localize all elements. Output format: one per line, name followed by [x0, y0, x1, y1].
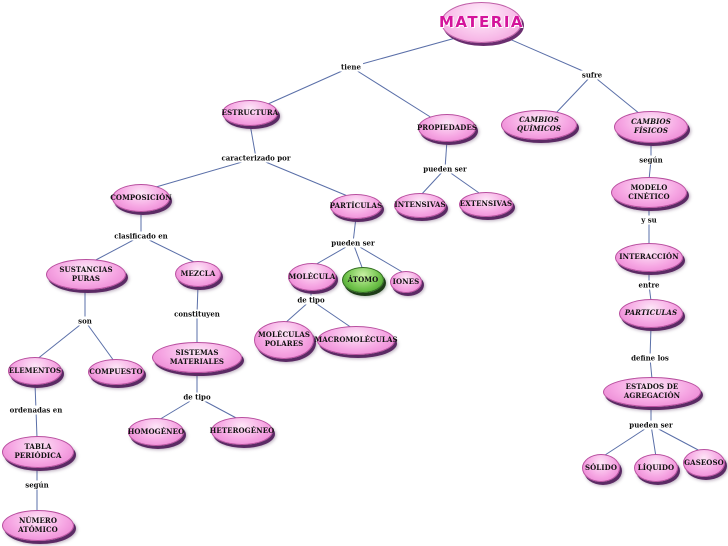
label-tiene: tiene: [339, 62, 363, 72]
connector-line: [650, 424, 657, 458]
connector-line: [352, 242, 364, 271]
node-molecula[interactable]: MOLÉCULA: [288, 263, 336, 291]
node-interaccion[interactable]: INTERACCIÓN: [615, 243, 683, 272]
node-moleculas-polares[interactable]: MOLÉCULAS POLARES: [254, 321, 314, 359]
connector-line: [554, 74, 593, 115]
node-cambios-fisicos[interactable]: CAMBIOS FÍSICOS: [614, 111, 688, 143]
label-pueden-ser-propiedades: pueden ser: [421, 164, 469, 174]
connector-line: [35, 409, 38, 439]
node-sustancias-puras[interactable]: SUSTANCIAS PURAS: [46, 259, 126, 290]
connector-line: [255, 157, 351, 198]
label-entre: entre: [636, 280, 662, 290]
node-macromoleculas[interactable]: MACROMOLÉCULAS: [314, 326, 398, 355]
label-sufre: sufre: [579, 70, 605, 80]
connector-line: [419, 168, 446, 197]
label-de-tipo-molecula: de tipo: [295, 295, 327, 305]
connector-line: [350, 66, 433, 119]
connector-line: [267, 66, 352, 105]
node-atomo[interactable]: ÁTOMO: [342, 267, 384, 293]
node-sistemas-materiales[interactable]: SISTEMAS MATERIALES: [152, 342, 242, 373]
node-tabla-periodica[interactable]: TABLA PERIÓDICA: [2, 436, 74, 468]
node-propiedades[interactable]: PROPIEDADES: [417, 114, 477, 142]
node-compuesto[interactable]: COMPUESTO: [88, 359, 144, 385]
label-de-tipo-sistemas: de tipo: [181, 392, 213, 402]
label-y-su: y su: [639, 215, 659, 225]
node-estados-agregacion[interactable]: ESTADOS DE AGREGACIÓN: [603, 377, 701, 407]
node-materia[interactable]: MATERIA: [438, 2, 525, 43]
connector-line: [249, 123, 257, 159]
label-constituyen: constituyen: [172, 309, 222, 319]
node-intensivas[interactable]: INTENSIVAS: [394, 193, 446, 218]
connector-line: [350, 33, 471, 68]
label-segun-cambios: según: [637, 155, 665, 165]
label-define-los: define los: [629, 353, 671, 363]
connector-line: [497, 33, 593, 76]
node-cambios-quimicos[interactable]: CAMBIOS QUÍMICOS: [501, 110, 577, 140]
node-materia-text: MATERIA: [438, 13, 525, 32]
node-homogeneo[interactable]: HOMOGÉNEO: [128, 418, 184, 446]
node-particulas-2[interactable]: PARTICULAS: [619, 299, 683, 328]
node-iones[interactable]: IONES: [390, 271, 422, 293]
node-heterogeneo[interactable]: HETEROGÉNEO: [210, 417, 274, 445]
connector-line: [591, 74, 641, 115]
connector-line: [649, 326, 652, 359]
node-modelo-cinetico[interactable]: MODELO CINÉTICO: [611, 177, 687, 208]
node-elementos[interactable]: ELEMENTOS: [8, 357, 62, 385]
label-son: son: [76, 316, 94, 326]
label-segun-tabla: según: [23, 480, 51, 490]
connector-line: [140, 235, 197, 264]
node-solido[interactable]: SÓLIDO: [582, 454, 620, 482]
node-numero-atomico[interactable]: NÚMERO ATÓMICO: [2, 510, 74, 541]
label-caracterizado-por: caracterizado por: [219, 153, 293, 163]
label-clasificado-en: clasificado en: [112, 231, 170, 241]
label-pueden-ser-particulas: pueden ser: [329, 238, 377, 248]
connector-line: [196, 285, 199, 315]
connector-line: [155, 157, 257, 188]
node-extensivas[interactable]: EXTENSIVAS: [459, 192, 513, 217]
node-gaseoso[interactable]: GASEOSO: [683, 449, 725, 477]
node-particulas[interactable]: PARTÍCULAS: [330, 194, 382, 219]
node-liquido[interactable]: LÍQUIDO: [634, 454, 678, 482]
connector-line: [444, 139, 448, 170]
node-estructura[interactable]: ESTRUCTURA: [222, 100, 278, 126]
label-pueden-ser-estados: pueden ser: [627, 420, 675, 430]
connector-line: [650, 424, 703, 453]
connector-line: [84, 320, 115, 362]
connector-line: [352, 242, 405, 274]
node-composicion[interactable]: COMPOSICIÓN: [110, 184, 172, 212]
connector-line: [35, 320, 86, 361]
node-mezcla[interactable]: MEZCLA: [175, 261, 221, 287]
connector-line: [310, 299, 353, 329]
label-ordenadas-en: ordenadas en: [7, 405, 65, 415]
connector-line: [601, 424, 652, 458]
